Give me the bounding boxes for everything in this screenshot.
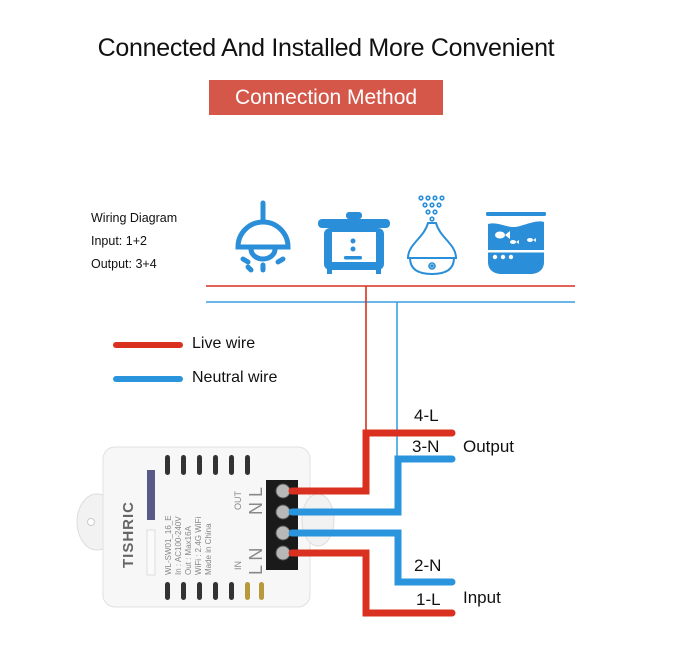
device-spec-wifi: WiFi : 2.4G WiFi	[194, 517, 203, 575]
wire-2-neutral	[288, 529, 456, 586]
wiring-output-note: Output: 3+4	[91, 257, 157, 271]
live-wire-swatch	[113, 342, 183, 348]
device-spec-in: In : AC100-240V	[174, 516, 183, 575]
terminal-2-label: 2-N	[414, 556, 442, 575]
aquarium-icon	[486, 212, 546, 274]
device-model: WL-SW01_16_E	[164, 515, 173, 575]
wire-3-neutral	[288, 455, 456, 516]
device-in-pins: L N	[246, 548, 266, 575]
terminal-3-label: 3-N	[412, 437, 440, 456]
device-out-label: OUT	[233, 491, 243, 511]
output-label: Output	[463, 437, 515, 456]
device-spec-out: Out : Max16A	[184, 525, 193, 575]
lamp-icon	[235, 200, 291, 273]
section-badge: Connection Method	[209, 80, 443, 115]
device-out-pins: N L	[246, 487, 266, 515]
wire-4-live	[288, 429, 456, 495]
page-title-text: Connected And Installed More Convenient	[97, 34, 555, 62]
humidifier-icon	[406, 195, 458, 276]
rice-cooker-icon	[318, 212, 390, 274]
terminal-1-label: 1-L	[416, 590, 441, 609]
page-title: Connected And Installed More Convenient	[0, 34, 680, 63]
device-brand: TISHRIC	[120, 501, 137, 568]
wire-1-live	[288, 549, 456, 617]
smart-switch-device: TISHRIC WL-SW01_16_E In : AC100-240V Out…	[76, 446, 335, 608]
wiring-input-note: Input: 1+2	[91, 234, 147, 248]
device-origin: Made in China	[204, 523, 213, 575]
device-in-label: IN	[233, 561, 243, 570]
wiring-diagram-title: Wiring Diagram	[91, 211, 178, 225]
terminal-4-label: 4-L	[414, 406, 439, 425]
live-wire-label: Live wire	[192, 335, 256, 352]
input-label: Input	[463, 588, 501, 607]
neutral-wire-swatch	[113, 376, 183, 382]
neutral-wire-label: Neutral wire	[192, 369, 278, 386]
